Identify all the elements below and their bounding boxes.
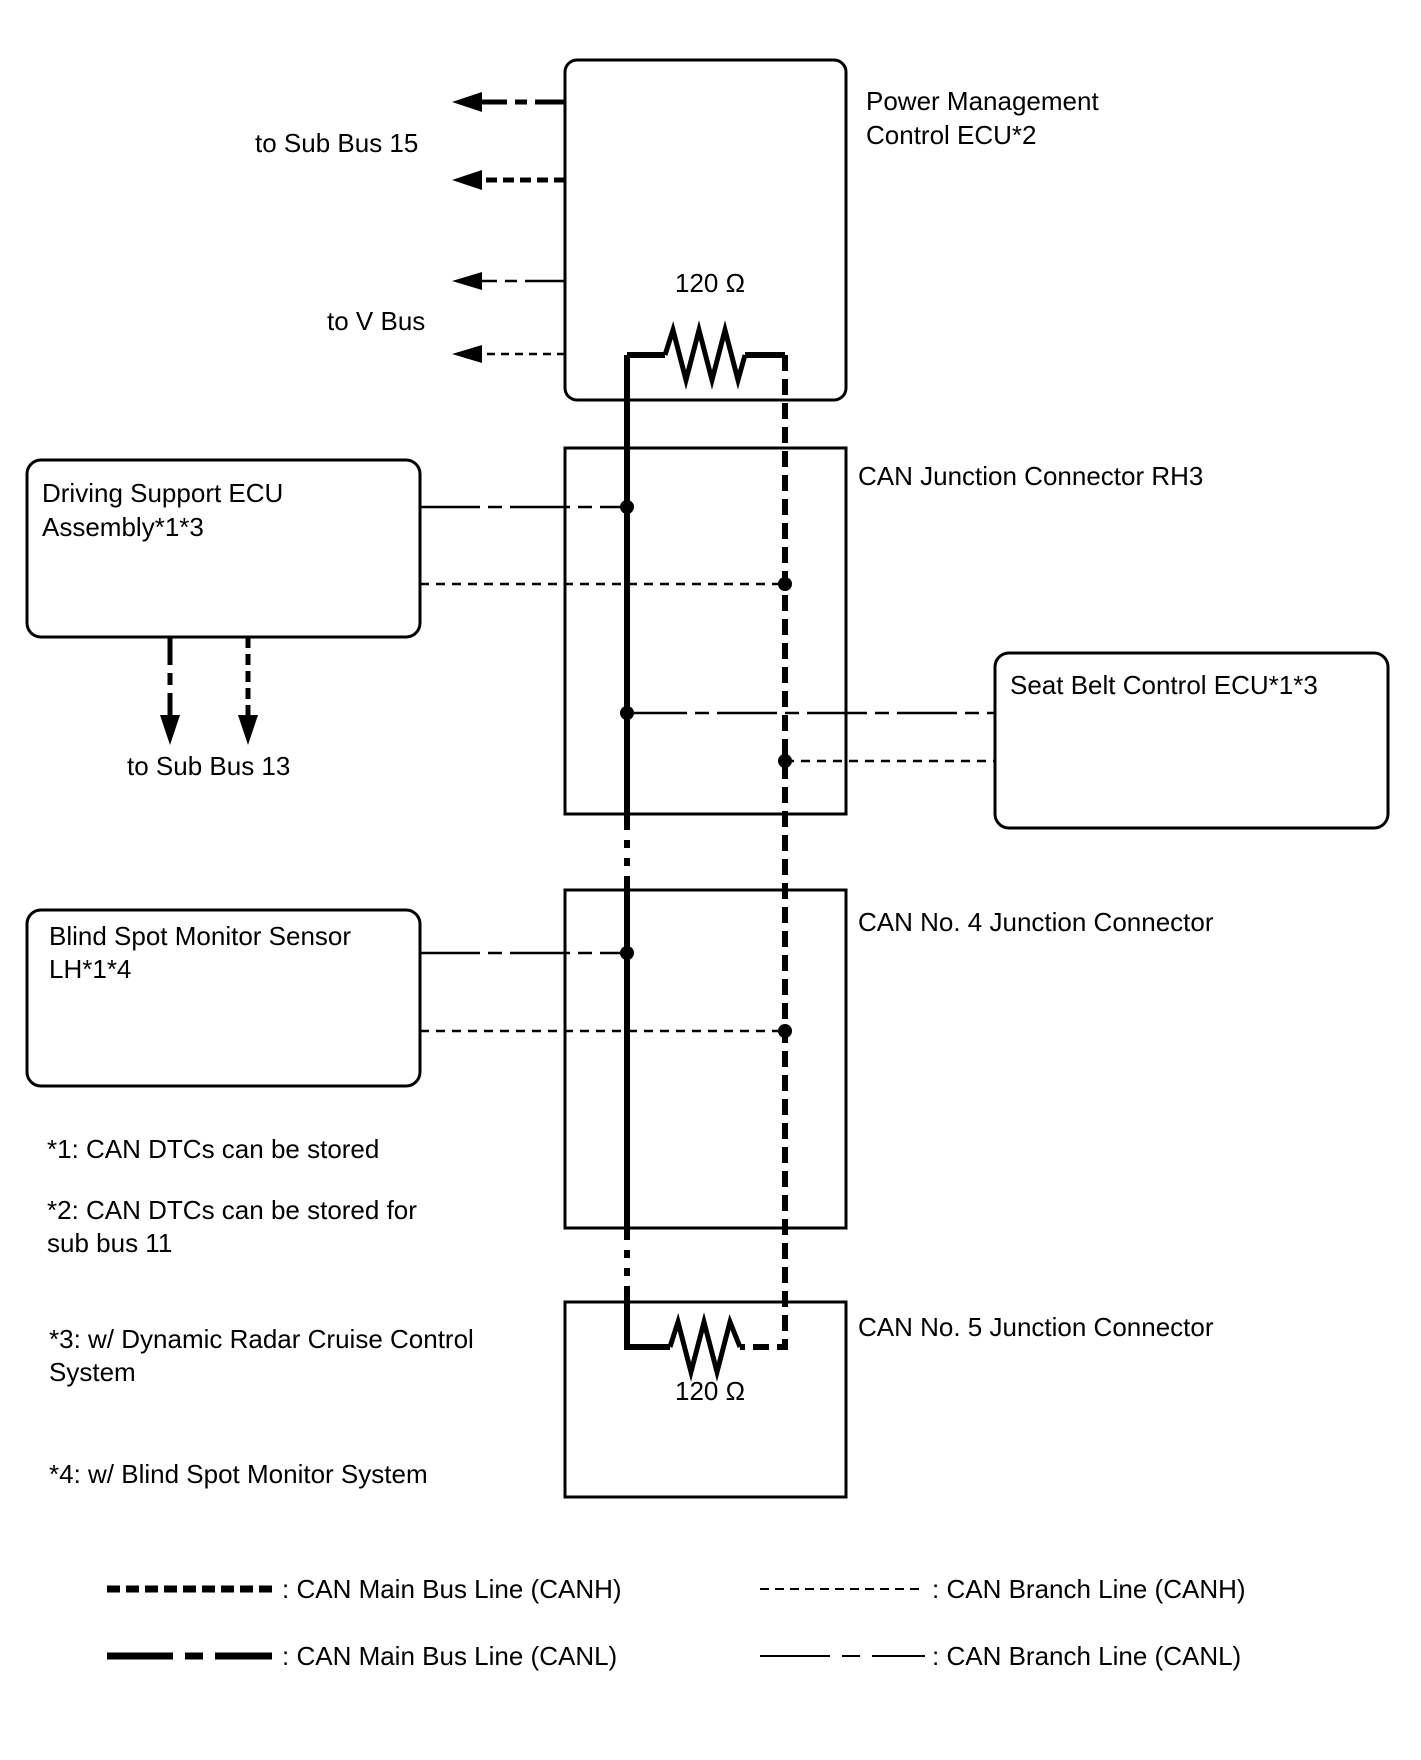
vbus-label: to V Bus (327, 306, 425, 336)
blind-spot-monitor-label-1: Blind Spot Monitor Sensor (49, 921, 351, 951)
junction-no5-label: CAN No. 5 Junction Connector (858, 1312, 1214, 1342)
main-bus-canl-line (624, 355, 670, 1350)
bottom-resistor-value: 120 Ω (675, 1376, 745, 1406)
seat-belt-ecu-label: Seat Belt Control ECU*1*3 (1010, 670, 1318, 700)
junction-dot-sb-canh (778, 754, 792, 768)
junction-connector-no4-box (563, 888, 848, 1230)
driving-support-ecu-label-1: Driving Support ECU (42, 478, 283, 508)
sub13-canl-arrow-icon (160, 715, 180, 745)
sub13-label: to Sub Bus 13 (127, 751, 290, 781)
junction-rh3-label: CAN Junction Connector RH3 (858, 461, 1203, 491)
top-resistor-symbol (662, 320, 748, 390)
footnote-3-line1: *3: w/ Dynamic Radar Cruise Control (49, 1324, 474, 1354)
top-resistor-value: 120 Ω (675, 268, 745, 298)
footnote-4: *4: w/ Blind Spot Monitor System (49, 1459, 428, 1489)
junction-no4-label: CAN No. 4 Junction Connector (858, 907, 1214, 937)
junction-dot-ds-canl (620, 500, 634, 514)
vbus-canh-arrow-icon (452, 345, 482, 363)
legend-main-canh-label: : CAN Main Bus Line (CANH) (282, 1574, 622, 1604)
legend-branch-canl-label: : CAN Branch Line (CANL) (932, 1641, 1241, 1671)
junction-connector-no5-box (563, 1300, 848, 1499)
footnote-2-line2: sub bus 11 (47, 1228, 172, 1258)
junction-dot-bsm-canh (778, 1024, 792, 1038)
driving-support-ecu-box (25, 458, 422, 639)
blind-spot-monitor-box (25, 908, 422, 1088)
footnote-3-line2: System (49, 1357, 136, 1387)
sub13-canh-arrow-icon (238, 715, 258, 745)
power-management-ecu-label-2: Control ECU*2 (866, 120, 1037, 150)
junction-dot-bsm-canl (620, 946, 634, 960)
junction-connector-rh3-box (563, 446, 848, 816)
sub15-label: to Sub Bus 15 (255, 128, 418, 158)
footnote-1: *1: CAN DTCs can be stored (47, 1134, 379, 1164)
power-management-ecu-box (563, 58, 848, 402)
driving-support-ecu-label-2: Assembly*1*3 (42, 512, 204, 542)
sub15-canh-arrow-icon (452, 170, 482, 190)
junction-dot-ds-canh (778, 577, 792, 591)
footnote-2-line1: *2: CAN DTCs can be stored for (47, 1195, 417, 1225)
junction-dot-sb-canl (620, 706, 634, 720)
power-management-ecu-label-1: Power Management (866, 86, 1099, 116)
blind-spot-monitor-label-2: LH*1*4 (49, 954, 131, 984)
main-bus-canh-line (740, 355, 788, 1350)
legend-branch-canh-label: : CAN Branch Line (CANH) (932, 1574, 1246, 1604)
legend-main-canl-label: : CAN Main Bus Line (CANL) (282, 1641, 617, 1671)
bottom-resistor-symbol (667, 1312, 743, 1382)
seat-belt-ecu-box (993, 651, 1390, 830)
vbus-canl-arrow-icon (452, 272, 482, 290)
sub15-canl-arrow-icon (452, 92, 482, 112)
